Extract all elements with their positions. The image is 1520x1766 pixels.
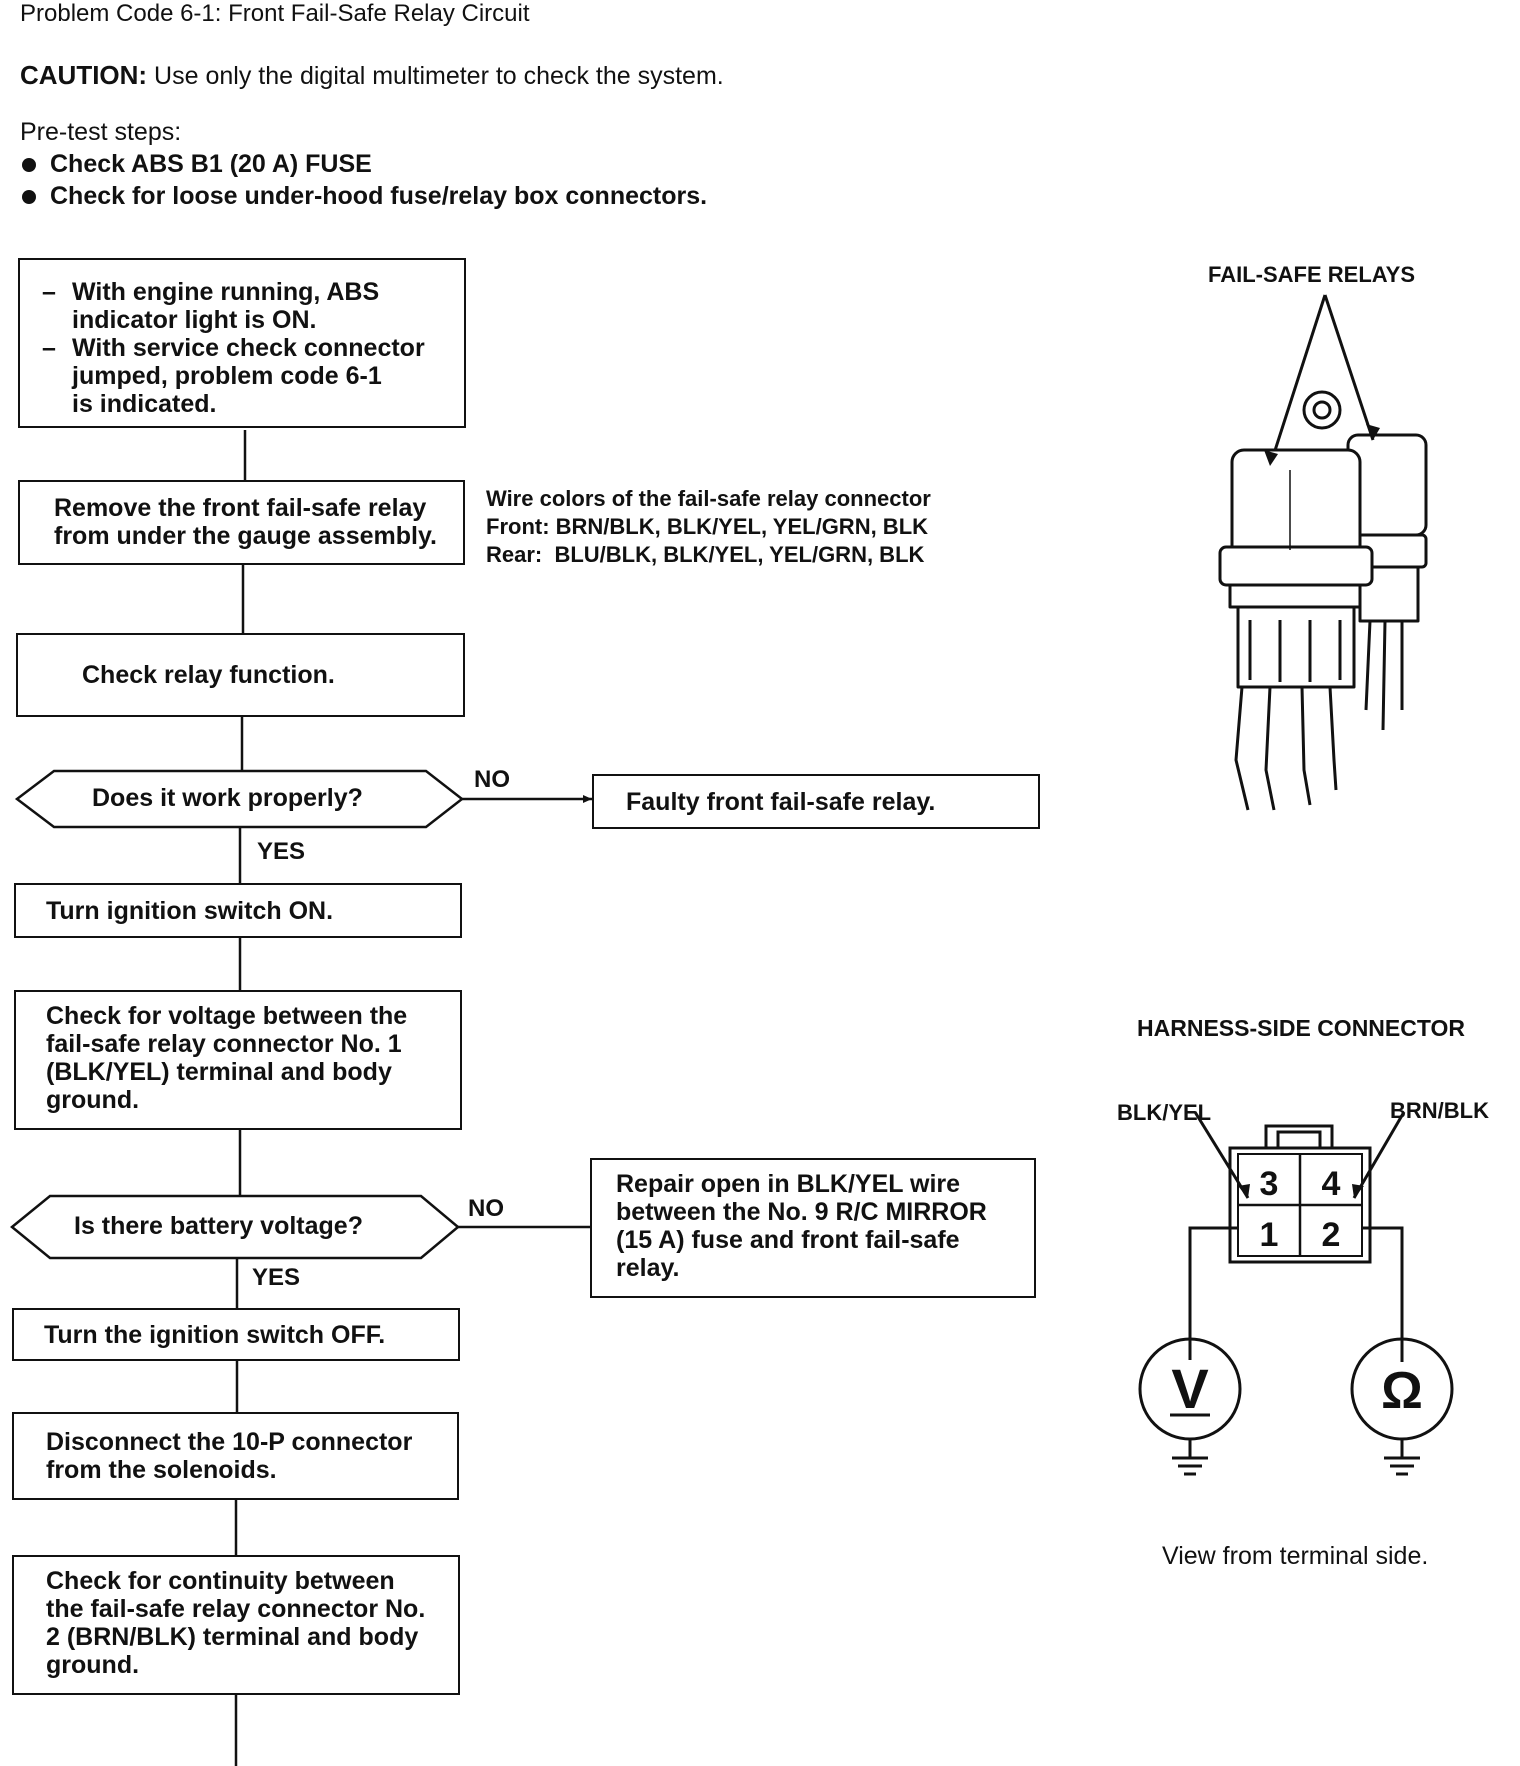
caution-line: CAUTION: Use only the digital multimeter… bbox=[20, 60, 724, 91]
terminal-2: 2 bbox=[1322, 1216, 1341, 1254]
yes-label: YES bbox=[252, 1264, 301, 1291]
ohmmeter-lead bbox=[1362, 1226, 1404, 1362]
dash-marker: – bbox=[42, 334, 56, 362]
decision-voltage-text: Is there battery voltage? bbox=[74, 1212, 363, 1240]
harness-connector-diagram: 3 4 1 2 V Ω bbox=[1138, 1111, 1454, 1476]
condition-item: – With service check connector jumped, p… bbox=[42, 334, 425, 418]
front-relay-body bbox=[1218, 448, 1374, 811]
remove-relay-box: Remove the front fail-safe relay from un… bbox=[18, 480, 465, 565]
no-label: NO bbox=[474, 766, 510, 793]
arrow-head-icon bbox=[1264, 450, 1278, 466]
wire-colors-rear: Rear: BLU/BLK, BLK/YEL, YEL/GRN, BLK bbox=[486, 542, 925, 567]
page-title: Problem Code 6-1: Front Fail-Safe Relay … bbox=[20, 0, 530, 27]
connector-figure-caption: View from terminal side. bbox=[1162, 1542, 1429, 1570]
decision-diamond-voltage bbox=[10, 1194, 460, 1260]
voltmeter-lead bbox=[1188, 1226, 1238, 1360]
arrow-head-icon bbox=[1352, 1184, 1364, 1198]
voltmeter-icon: V bbox=[1171, 1357, 1208, 1420]
terminal-3: 3 bbox=[1260, 1165, 1279, 1203]
pretest-item: Check ABS B1 (20 A) FUSE bbox=[22, 150, 372, 179]
decision-diamond-works bbox=[14, 769, 465, 829]
bullet-icon bbox=[22, 158, 36, 173]
disconnect-connector-box: Disconnect the 10-P connector from the s… bbox=[12, 1412, 459, 1500]
check-voltage-box: Check for voltage between the fail-safe … bbox=[14, 990, 462, 1130]
connector-latch bbox=[1264, 1124, 1334, 1148]
terminal-4: 4 bbox=[1322, 1165, 1341, 1203]
yes-label: YES bbox=[257, 838, 306, 865]
ignition-off-box: Turn the ignition switch OFF. bbox=[12, 1308, 460, 1361]
wire-colors-heading: Wire colors of the fail-safe relay conne… bbox=[486, 486, 931, 511]
caution-text: Use only the digital multimeter to check… bbox=[154, 62, 724, 90]
arrow-head-icon bbox=[1366, 424, 1380, 440]
terminal-1: 1 bbox=[1260, 1216, 1279, 1254]
wire-colors-front: Front: BRN/BLK, BLK/YEL, YEL/GRN, BLK bbox=[486, 514, 929, 539]
connector-latch-slot bbox=[1276, 1130, 1322, 1150]
pointer-line bbox=[1323, 294, 1375, 441]
faulty-relay-box: Faulty front fail-safe relay. bbox=[592, 774, 1040, 829]
pretest-heading: Pre-test steps: bbox=[20, 118, 182, 146]
bullet-icon bbox=[22, 190, 36, 205]
repair-open-box: Repair open in BLK/YEL wire between the … bbox=[590, 1158, 1036, 1298]
connector-figure-title: HARNESS-SIDE CONNECTOR bbox=[1137, 1015, 1465, 1041]
relay-figure-label: FAIL-SAFE RELAYS bbox=[1208, 262, 1415, 287]
start-condition-box: – With engine running, ABS indicator lig… bbox=[18, 258, 466, 428]
fail-safe-relays-illustration bbox=[1218, 294, 1428, 811]
wire-pointer bbox=[1193, 1111, 1250, 1199]
arrow-head-icon bbox=[583, 795, 592, 803]
wire-pointer bbox=[1352, 1111, 1406, 1199]
check-continuity-box: Check for continuity between the fail-sa… bbox=[12, 1555, 460, 1695]
caution-label: CAUTION: bbox=[20, 60, 148, 90]
pretest-item: Check for loose under-hood fuse/relay bo… bbox=[22, 182, 707, 211]
condition-item: – With engine running, ABS indicator lig… bbox=[42, 278, 380, 334]
pointer-line bbox=[1268, 294, 1327, 467]
ohmmeter-icon: Ω bbox=[1381, 1362, 1423, 1420]
check-relay-box: Check relay function. bbox=[16, 633, 465, 717]
no-label: NO bbox=[468, 1195, 504, 1222]
decision-works-text: Does it work properly? bbox=[92, 784, 363, 812]
dash-marker: – bbox=[42, 278, 56, 306]
right-wire-label: BRN/BLK bbox=[1390, 1098, 1489, 1123]
arrow-head-icon bbox=[1238, 1184, 1250, 1198]
ignition-on-box: Turn ignition switch ON. bbox=[14, 883, 462, 938]
connector-housing bbox=[1228, 1146, 1372, 1264]
